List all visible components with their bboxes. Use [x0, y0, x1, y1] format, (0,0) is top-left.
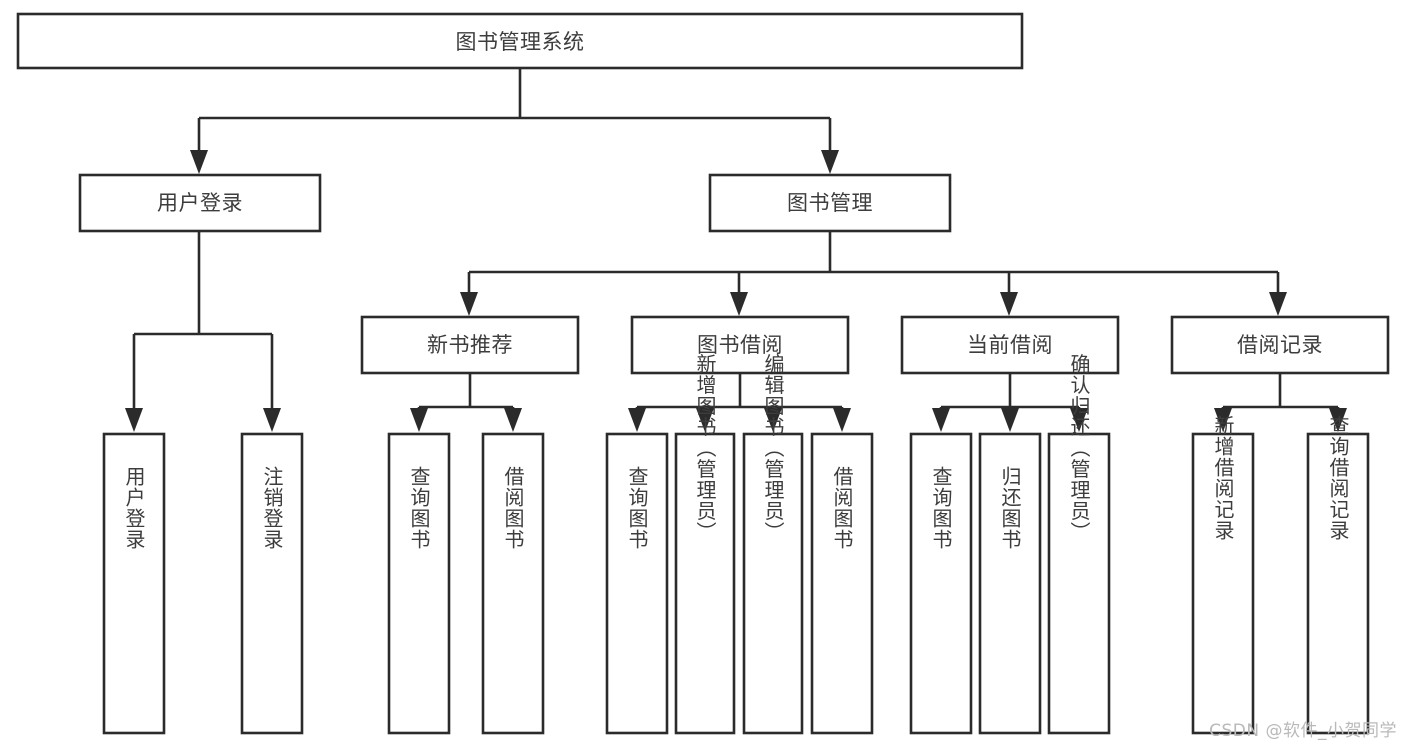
leaf-box[interactable] [605, 432, 669, 735]
leaf-label: 查询图书 [407, 466, 431, 550]
leaf-add-borrow-record[interactable]: 新增借阅记录 [1191, 415, 1255, 735]
leaf-box[interactable] [102, 432, 166, 735]
leaf-box[interactable] [1191, 432, 1255, 735]
user-login-label: 用户登录 [157, 191, 243, 215]
arrowhead-bb-leaf3 [764, 408, 782, 432]
leaf-edit-book-admin[interactable]: 编辑图书（管理员） [742, 353, 804, 735]
borrow-records-label: 借阅记录 [1237, 333, 1323, 357]
leaf-label: 借阅图书 [501, 466, 525, 550]
current-borrow-label: 当前借阅 [967, 333, 1053, 357]
csdn-watermark: CSDN @软件_小贺同学 [1209, 721, 1397, 741]
leaf-add-book-admin[interactable]: 新增图书（管理员） [674, 353, 736, 735]
node-root-system[interactable]: 图书管理系统 [16, 12, 1024, 70]
arrowhead-borrow-records [1269, 292, 1287, 316]
leaf-label: 借阅图书 [830, 466, 854, 550]
arrowhead-br-leaf2 [1329, 408, 1347, 432]
arrowhead-user-login [190, 150, 208, 174]
arrowhead-book-borrow [730, 292, 748, 316]
arrowhead-bb-leaf2 [696, 408, 714, 432]
node-borrow-records[interactable]: 借阅记录 [1170, 315, 1390, 375]
leaf-return-book[interactable]: 归还图书 [978, 432, 1042, 735]
leaf-user-login[interactable]: 用户登录 [102, 432, 166, 735]
leaf-query-borrow-record[interactable]: 查询借阅记录 [1306, 415, 1370, 735]
borrow-records-box[interactable] [1170, 315, 1390, 375]
arrowhead-cb-leaf3 [1070, 408, 1088, 432]
arrowhead-nb-leaf2 [504, 408, 522, 432]
book-manage-box[interactable] [708, 173, 952, 233]
leaf-label: 编辑图书（管理员） [761, 353, 785, 542]
leaf-label: 注销登录 [260, 466, 284, 550]
leaf-box[interactable] [909, 432, 973, 735]
leaf-query-book-cb[interactable]: 查询图书 [909, 432, 973, 735]
book-borrow-label: 图书借阅 [697, 333, 783, 357]
leaf-borrow-book-bb[interactable]: 借阅图书 [810, 432, 874, 735]
current-borrow-box[interactable] [900, 315, 1120, 375]
arrowhead-new-book [460, 292, 478, 316]
arrowhead-cb-leaf1 [932, 408, 950, 432]
arrowhead-book-manage [821, 150, 839, 174]
book-manage-label: 图书管理 [787, 191, 873, 215]
arrowhead-br-leaf1 [1214, 408, 1232, 432]
arrowhead-nb-leaf1 [410, 408, 428, 432]
leaf-query-book-bb[interactable]: 查询图书 [605, 432, 669, 735]
leaf-query-book-nb[interactable]: 查询图书 [387, 432, 451, 735]
node-book-borrow[interactable]: 图书借阅 [630, 315, 850, 375]
book-borrow-box[interactable] [630, 315, 850, 375]
leaf-borrow-book-nb[interactable]: 借阅图书 [481, 432, 545, 735]
leaf-label: 确认归还（管理员） [1067, 353, 1091, 542]
leaf-label: 查询图书 [625, 466, 649, 550]
leaf-confirm-return-admin[interactable]: 确认归还（管理员） [1047, 353, 1111, 735]
leaf-box[interactable] [1306, 432, 1370, 735]
root-box[interactable] [16, 12, 1024, 70]
leaf-box[interactable] [742, 432, 804, 735]
arrowhead-cb-leaf2 [1001, 408, 1019, 432]
leaf-box[interactable] [674, 432, 736, 735]
arrowhead-bb-leaf1 [628, 408, 646, 432]
leaf-label: 查询图书 [929, 466, 953, 550]
leaf-label: 新增借阅记录 [1211, 415, 1235, 541]
node-current-borrow[interactable]: 当前借阅 [900, 315, 1120, 375]
leaf-box[interactable] [387, 432, 451, 735]
node-new-book-recommend[interactable]: 新书推荐 [360, 315, 580, 375]
leaf-label: 归还图书 [998, 466, 1022, 550]
new-book-recommend-label: 新书推荐 [427, 333, 513, 357]
leaf-box[interactable] [978, 432, 1042, 735]
leaf-label: 新增图书（管理员） [693, 353, 717, 542]
leaf-box[interactable] [1047, 432, 1111, 735]
arrowhead-leaf-logout [263, 408, 281, 432]
arrowhead-leaf-user-login [125, 408, 143, 432]
leaf-logout[interactable]: 注销登录 [240, 432, 304, 735]
leaf-box[interactable] [810, 432, 874, 735]
leaf-box[interactable] [481, 432, 545, 735]
leaf-box[interactable] [240, 432, 304, 735]
leaf-label: 查询借阅记录 [1326, 415, 1350, 541]
leaf-label: 用户登录 [122, 466, 146, 550]
node-user-login[interactable]: 用户登录 [78, 173, 322, 233]
new-book-recommend-box[interactable] [360, 315, 580, 375]
root-label: 图书管理系统 [456, 30, 585, 54]
arrowhead-bb-leaf4 [833, 408, 851, 432]
arrowhead-current-borrow [1000, 292, 1018, 316]
node-book-manage[interactable]: 图书管理 [708, 173, 952, 233]
